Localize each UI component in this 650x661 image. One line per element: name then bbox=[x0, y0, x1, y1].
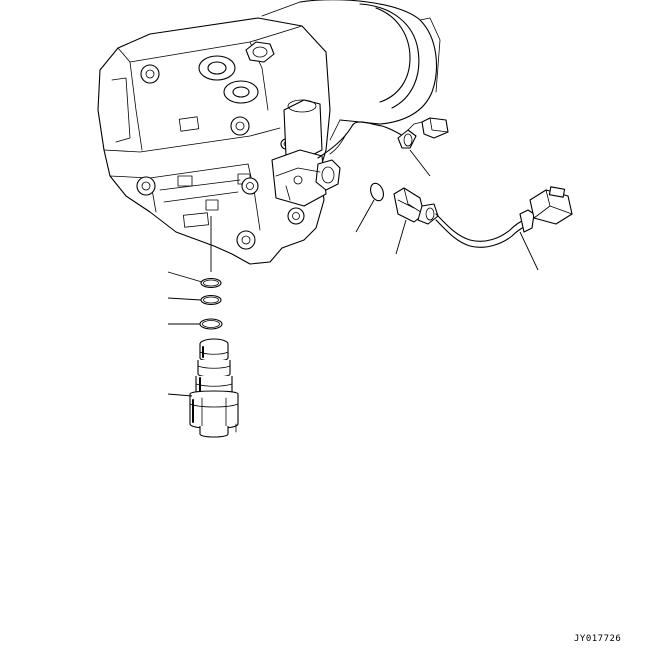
o-ring-stack bbox=[199, 277, 223, 330]
switch-cable bbox=[435, 213, 527, 248]
bolt-heads bbox=[136, 64, 305, 250]
leader-line bbox=[167, 271, 203, 283]
o-ring bbox=[199, 318, 223, 330]
solenoid-body bbox=[271, 99, 341, 207]
o-ring-small bbox=[370, 182, 384, 202]
leader-line bbox=[167, 393, 193, 397]
drawing-id-label: JY017726 bbox=[574, 634, 622, 644]
bolt-head bbox=[287, 207, 305, 225]
bolt-head bbox=[230, 116, 250, 136]
bolt-head bbox=[140, 64, 160, 84]
leader-line bbox=[409, 149, 431, 177]
pump-housing bbox=[261, 0, 441, 141]
o-ring bbox=[200, 277, 222, 289]
bolt-head bbox=[136, 176, 156, 196]
wiring-harness bbox=[317, 117, 449, 159]
pressure-switch bbox=[393, 187, 439, 225]
bolt-head bbox=[236, 230, 256, 250]
leader-line bbox=[395, 219, 407, 255]
switch-connector bbox=[519, 186, 573, 233]
callout-leaders bbox=[167, 149, 539, 397]
top-ports bbox=[198, 41, 275, 104]
bolt-head bbox=[241, 177, 259, 195]
leader-line bbox=[519, 231, 539, 271]
leader-line bbox=[167, 297, 202, 301]
leader-line bbox=[355, 199, 375, 233]
o-ring bbox=[200, 294, 222, 306]
cartridge-valve bbox=[189, 338, 239, 438]
